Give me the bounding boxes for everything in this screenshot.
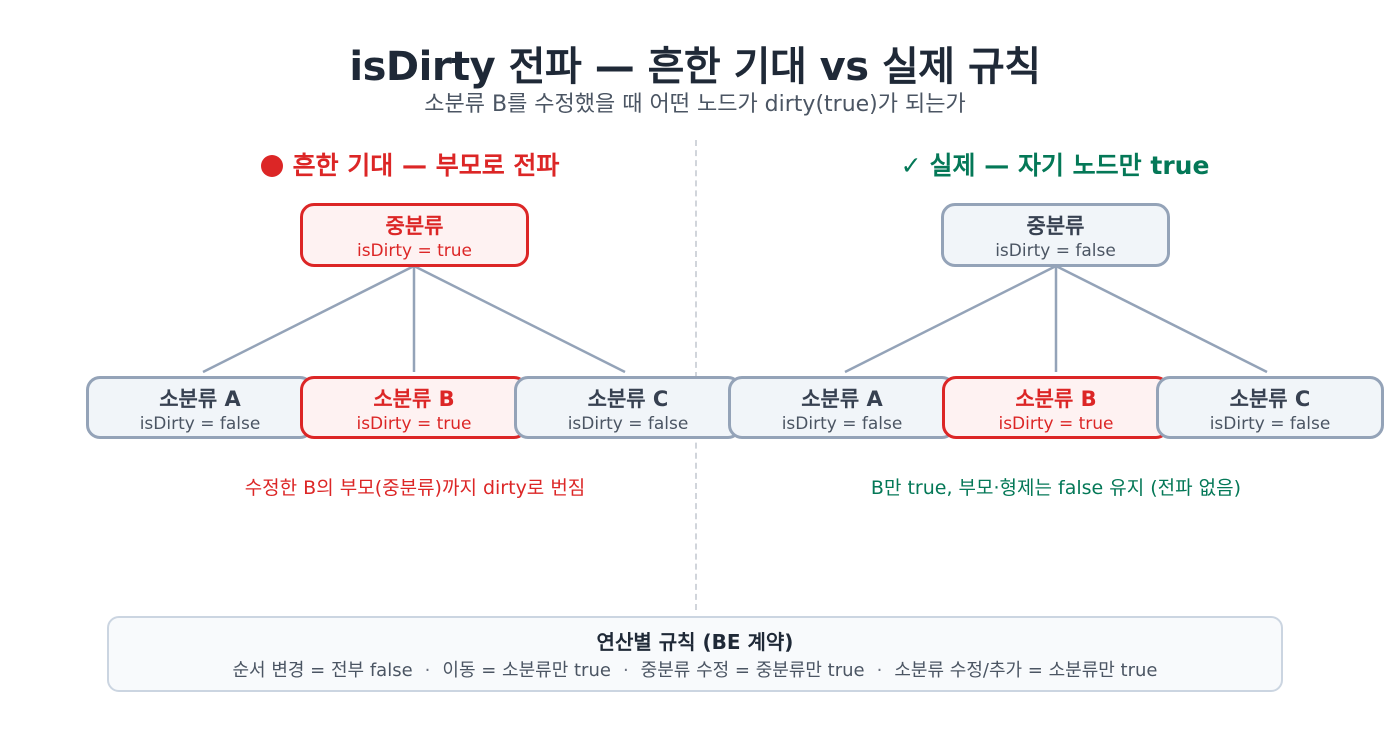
right-panel-title: ✓실제 — 자기 노드만 true <box>705 146 1390 182</box>
rule-separator: · <box>424 660 431 681</box>
node-label: 소분류 C <box>587 387 669 411</box>
node-label: 소분류 C <box>1229 387 1311 411</box>
page-title: isDirty 전파 — 흔한 기대 vs 실제 규칙 <box>349 44 1041 90</box>
rule-separator: · <box>876 660 883 681</box>
node-label: 중분류 <box>1026 214 1085 238</box>
rules-box: 연산별 규칙 (BE 계약) 순서 변경 = 전부 false · 이동 = 소분류… <box>107 616 1283 692</box>
rules-title: 연산별 규칙 (BE 계약) <box>596 630 794 654</box>
node-state: isDirty = false <box>995 241 1116 261</box>
node-state: isDirty = false <box>567 414 689 434</box>
node-state: isDirty = true <box>998 414 1114 434</box>
edge-right-a <box>844 264 1057 374</box>
node-state: isDirty = false <box>139 414 261 434</box>
check-icon: ✓ <box>900 151 922 180</box>
node-label: 소분류 A <box>801 387 883 411</box>
right-child-node-c: 소분류 C isDirty = false <box>1156 376 1384 439</box>
page-subtitle: 소분류 B를 수정했을 때 어떤 노드가 dirty(true)가 되는가 <box>424 92 966 117</box>
right-child-node-a: 소분류 A isDirty = false <box>728 376 956 439</box>
rule-separator: · <box>622 660 629 681</box>
node-state: isDirty = false <box>781 414 903 434</box>
left-panel-title: 흔한 기대 — 부모로 전파 <box>60 146 760 182</box>
edge-left-a <box>202 264 415 374</box>
edge-left-c <box>413 264 626 374</box>
node-label: 소분류 B <box>373 387 455 411</box>
left-child-node-a: 소분류 A isDirty = false <box>86 376 314 439</box>
rules-list: 순서 변경 = 전부 false · 이동 = 소분류만 true · 중분류 수정 =… <box>109 658 1281 684</box>
node-state: isDirty = true <box>356 414 472 434</box>
rule-item: 중분류 수정 = 중분류만 true <box>640 660 865 681</box>
right-parent-node: 중분류 isDirty = false <box>941 203 1170 267</box>
left-panel-title-text: 흔한 기대 — 부모로 전파 <box>292 151 560 180</box>
rule-item: 순서 변경 = 전부 false <box>232 660 413 681</box>
right-caption: B만 true, 부모·형제는 false 유지 (전파 없음) <box>870 477 1242 499</box>
panel-divider <box>695 140 697 610</box>
rule-item: 이동 = 소분류만 true <box>442 660 611 681</box>
left-parent-node: 중분류 isDirty = true <box>300 203 529 267</box>
right-child-node-b: 소분류 B isDirty = true <box>942 376 1170 439</box>
edge-right-c <box>1055 264 1268 374</box>
node-state: isDirty = true <box>356 241 473 261</box>
rule-item: 소분류 수정/추가 = 소분류만 true <box>894 660 1158 681</box>
left-caption: 수정한 B의 부모(중분류)까지 dirty로 번짐 <box>244 477 586 499</box>
left-child-node-b: 소분류 B isDirty = true <box>300 376 528 439</box>
node-label: 중분류 <box>385 214 444 238</box>
left-child-node-c: 소분류 C isDirty = false <box>514 376 742 439</box>
red-dot-icon <box>260 155 283 177</box>
node-label: 소분류 A <box>159 387 241 411</box>
node-label: 소분류 B <box>1015 387 1097 411</box>
node-state: isDirty = false <box>1209 414 1331 434</box>
right-panel-title-text: 실제 — 자기 노드만 true <box>929 151 1210 180</box>
